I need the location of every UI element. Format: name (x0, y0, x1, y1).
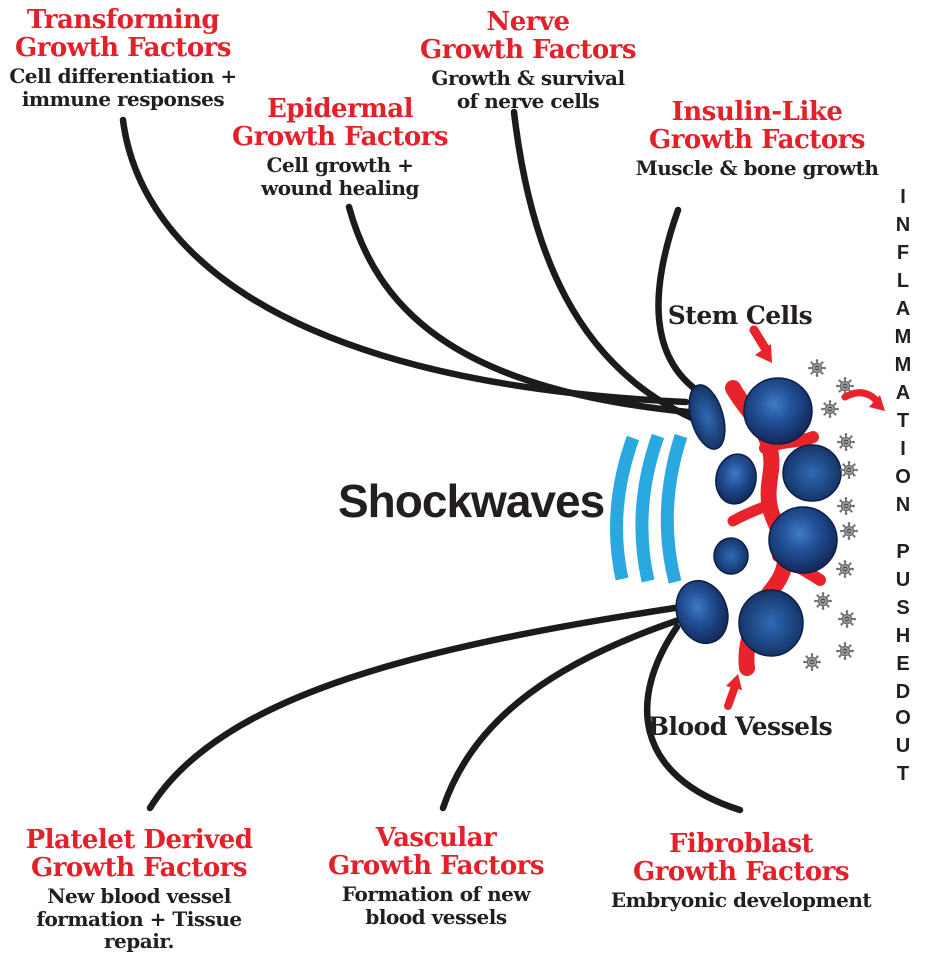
factor-title: Epidermal Growth Factors (232, 94, 449, 153)
stem-cell (715, 453, 757, 505)
shockwaves-title: Shockwaves (338, 475, 605, 527)
stem-cell (743, 377, 813, 445)
stem-cell (675, 579, 729, 645)
factor-title: Insulin-Like Growth Factors (649, 97, 866, 156)
stem-cell (738, 589, 804, 657)
pushed-vertical-text: PUSHED (892, 541, 914, 709)
shockwave-arc-3 (660, 433, 688, 584)
stem-cell (768, 506, 838, 574)
inflammation-vertical-text: INFLAMMATION (892, 186, 914, 522)
virus-particle-icon (836, 496, 856, 516)
factor-description: Cell growth + wound healing (260, 153, 420, 200)
stem-cells-label: Stem Cells (667, 301, 813, 330)
blood-vessels-label: Blood Vessels (647, 712, 833, 741)
shockwave-arc-1 (610, 435, 640, 581)
label-insulin-like-growth-factors: Insulin-Like Growth Factors Muscle & bon… (626, 98, 888, 180)
shockwave-arcs (610, 433, 688, 584)
stem-cells-arrow-icon (749, 325, 772, 363)
inflammation-out-arrow-icon (841, 389, 885, 411)
factor-title: Fibroblast Growth Factors (633, 829, 850, 888)
label-epidermal-growth-factors: Epidermal Growth Factors Cell growth + w… (215, 95, 465, 199)
virus-particle-icon (807, 358, 827, 378)
shockwave-arc-2 (635, 433, 665, 583)
blood-vessels-arrow-icon (724, 674, 742, 710)
out-vertical-text: OUT (892, 707, 914, 791)
factor-description: Embryonic development (610, 888, 872, 913)
connector-epidermal (345, 203, 692, 416)
stem-cell (713, 537, 749, 575)
factor-title: Nerve Growth Factors (420, 7, 637, 66)
factor-title: Platelet Derived Growth Factors (25, 825, 253, 884)
label-nerve-growth-factors: Nerve Growth Factors Growth & survival o… (403, 8, 653, 112)
virus-particle-icon (820, 399, 840, 419)
label-fibroblast-growth-factors: Fibroblast Growth Factors Embryonic deve… (610, 830, 872, 912)
factor-description: Cell differentiation + immune responses (9, 64, 237, 111)
label-transforming-growth-factors: Transforming Growth Factors Cell differe… (8, 6, 238, 110)
factor-title: Vascular Growth Factors (328, 823, 545, 882)
label-vascular-growth-factors: Vascular Growth Factors Formation of new… (305, 824, 567, 928)
factor-description: Muscle & bone growth (635, 156, 879, 181)
stem-cell-cluster (675, 377, 842, 657)
factor-description: New blood vessel formation + Tissue repa… (36, 884, 242, 953)
stem-cell (688, 384, 726, 450)
factor-description: Growth & survival of nerve cells (431, 66, 625, 113)
vessel-branch-left (727, 499, 776, 527)
virus-particle-icon (836, 432, 856, 452)
connector-fibroblast (644, 623, 744, 814)
virus-particle-icon (839, 460, 859, 480)
label-platelet-derived-growth-factors: Platelet Derived Growth Factors New bloo… (8, 826, 270, 952)
virus-particle-icon (839, 521, 859, 541)
connector-nerve (510, 108, 696, 422)
connector-transforming (119, 116, 690, 406)
virus-particle-icon (837, 609, 857, 629)
virus-particle-icon (835, 641, 855, 661)
virus-particle-icon (802, 652, 822, 672)
stem-cell (782, 444, 842, 502)
factor-title: Transforming Growth Factors (15, 5, 232, 64)
connector-platelet (146, 602, 692, 812)
virus-particle-icon (835, 559, 855, 579)
connector-insulin (655, 206, 706, 398)
factor-description: Formation of new blood vessels (341, 882, 531, 929)
virus-particle-icon (813, 591, 833, 611)
connector-vascular (439, 611, 698, 812)
